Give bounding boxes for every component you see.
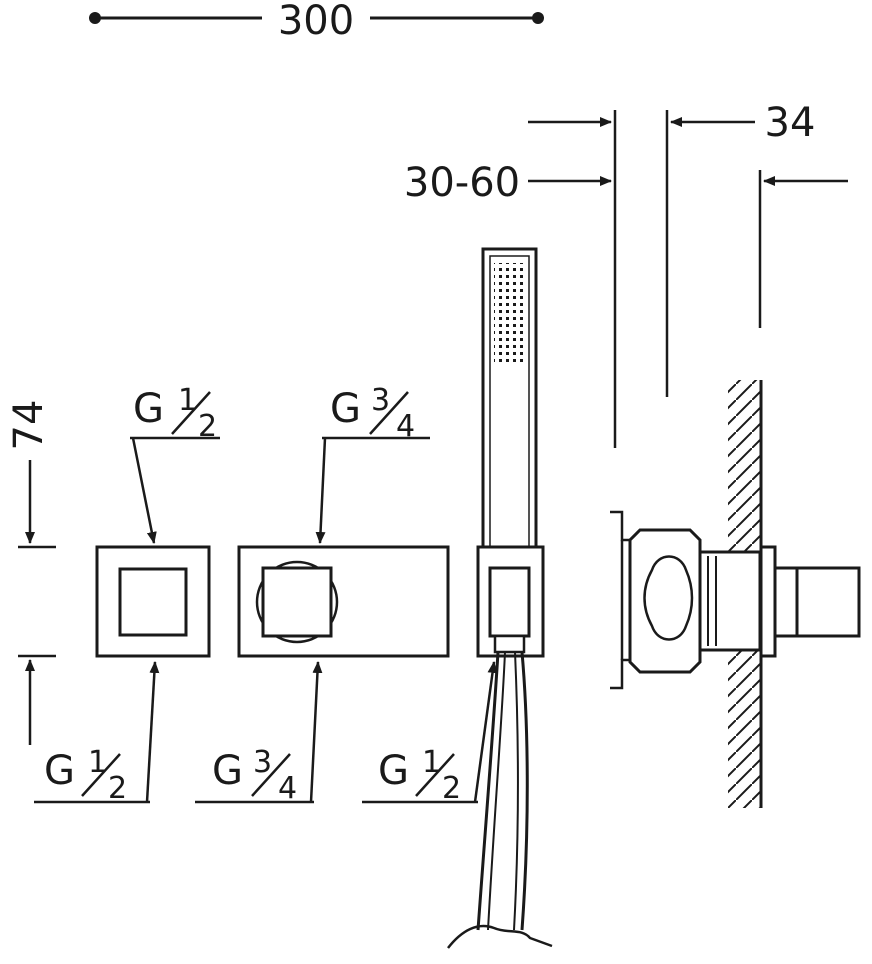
label-bottom-mid: G 3 4 [212,745,297,806]
label-bottom-right-den: 2 [442,771,461,806]
dimension-34-label: 34 [765,100,816,146]
label-top-left-den: 2 [198,409,217,444]
label-bottom-right: G 1 2 [378,745,461,806]
label-top-left: G 1 2 [133,383,217,444]
leader-bottom-left [34,661,160,804]
valve-side-view [610,510,861,690]
middle-valve-plate [237,545,450,658]
label-bottom-left-den: 2 [108,771,127,806]
label-bottom-left-g: G [44,748,75,794]
label-bottom-right-num: 1 [422,745,441,780]
leader-top-right [315,436,430,544]
label-bottom-right-g: G [378,748,409,794]
label-top-left-g: G [133,386,164,432]
label-top-left-num: 1 [178,383,197,418]
label-bottom-mid-g: G [212,748,243,794]
dimension-300-label: 300 [278,0,354,44]
left-valve-plate [95,545,211,658]
dimension-30-60: 30-60 [404,110,617,448]
leader-top-left [130,436,220,544]
label-bottom-left-num: 1 [88,745,107,780]
hand-shower [476,247,545,658]
leader-bottom-right [362,661,498,804]
label-top-right: G 3 4 [330,383,415,444]
leader-bottom-mid [195,661,323,804]
dimension-74-label: 74 [6,400,52,451]
dimension-30-60-label: 30-60 [404,160,520,206]
label-bottom-mid-num: 3 [253,745,272,780]
label-top-right-g: G [330,386,361,432]
shower-hose [447,651,553,949]
dimension-74: 74 [6,400,56,745]
label-top-right-den: 4 [396,409,415,444]
label-bottom-left: G 1 2 [44,745,127,806]
label-bottom-mid-den: 4 [278,771,297,806]
dimension-300: 300 [89,0,544,44]
label-top-right-num: 3 [371,383,390,418]
dimension-34: 34 [665,100,848,397]
